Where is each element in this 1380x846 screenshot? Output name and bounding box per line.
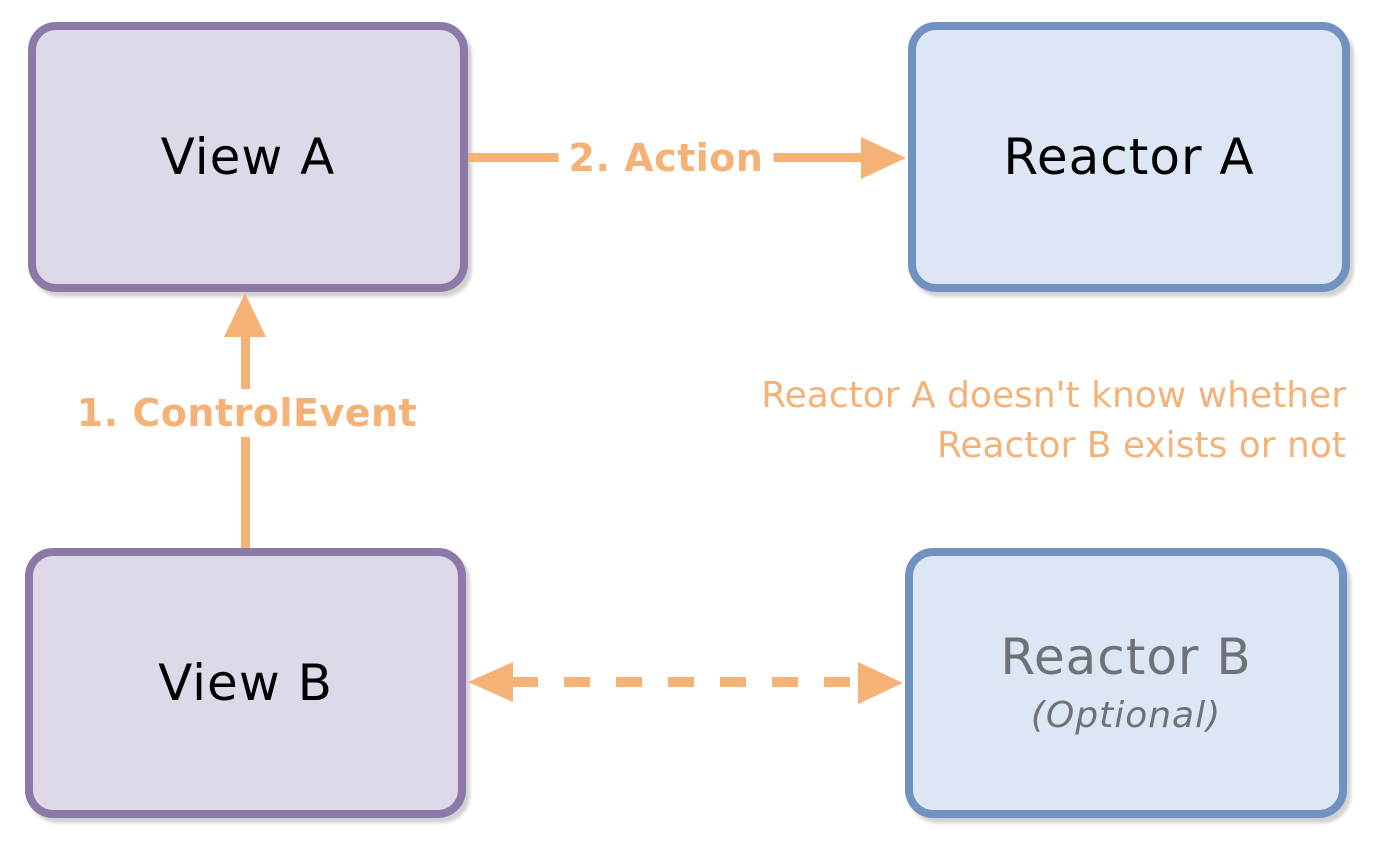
node-reactor-b-label: Reactor B (1000, 628, 1252, 686)
edge-control-event-line (241, 334, 250, 548)
edge-control-event-label: 1. ControlEvent (66, 389, 428, 437)
node-view-a-label: View A (160, 127, 336, 186)
annotation-line1: Reactor A doesn't know whether (761, 375, 1346, 416)
annotation-note: Reactor A doesn't know whether Reactor B… (761, 371, 1346, 471)
node-view-b: View B (25, 548, 466, 818)
node-view-a: View A (28, 22, 468, 292)
annotation-line2: Reactor B exists or not (936, 425, 1346, 466)
node-reactor-a: Reactor A (908, 22, 1350, 292)
arrowhead-right-icon (858, 662, 903, 704)
node-reactor-a-label: Reactor A (1003, 127, 1255, 186)
arrowhead-left-icon (468, 662, 513, 702)
arrowhead-right-icon (861, 137, 906, 179)
arrowhead-up-icon (224, 293, 266, 337)
node-reactor-b-sublabel: (Optional) (1030, 695, 1222, 736)
edge-action-label: 2. Action (558, 134, 774, 182)
edge-optional-dashed-line (512, 677, 860, 687)
node-view-b-label: View B (158, 653, 333, 712)
node-reactor-b: Reactor B (Optional) (905, 548, 1347, 818)
